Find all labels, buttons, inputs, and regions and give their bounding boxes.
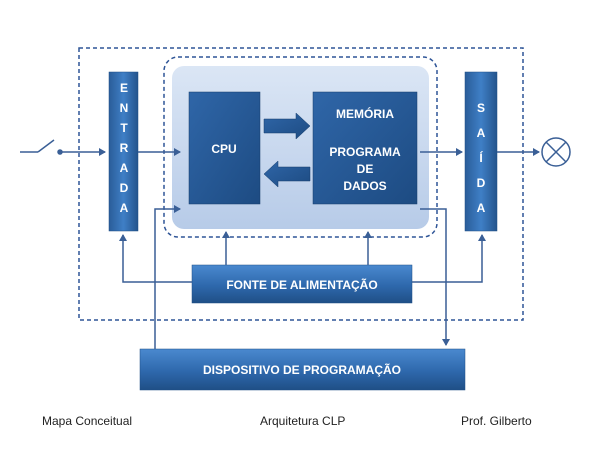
saida-text-letter: S [477, 101, 485, 115]
dispositivo-block: DISPOSITIVO DE PROGRAMAÇÃO [139, 348, 466, 391]
saida-text-letter: Í [479, 150, 483, 165]
saida-text-letter: A [477, 126, 486, 140]
lamp-icon [541, 137, 571, 167]
inner-dashed-border [163, 56, 438, 238]
entrada-text-letter: E [120, 81, 128, 95]
dispositivo-to-cpu-arrow [154, 205, 181, 349]
dados-label: DADOS [343, 179, 386, 193]
footer-center: Arquitetura CLP [260, 414, 346, 428]
dispositivo-label: DISPOSITIVO DE PROGRAMAÇÃO [203, 362, 401, 377]
fonte-to-saida-arrow [412, 234, 486, 283]
fonte-block: FONTE DE ALIMENTAÇÃO [191, 264, 413, 304]
entrada-text-letter: T [120, 121, 128, 135]
footer-left: Mapa Conceitual [42, 414, 133, 428]
cpu-block: CPU [188, 91, 261, 205]
entrada-text-letter: N [120, 101, 129, 115]
outer-dashed-border [78, 47, 524, 321]
memoria-block: MEMÓRIA PROGRAMA DE DADOS [312, 91, 418, 205]
footer-right: Prof. Gilberto [461, 414, 532, 428]
entrada-text-letter: R [120, 141, 129, 155]
cpu-to-memory-arrow [263, 112, 311, 140]
memoria-label: MEMÓRIA [336, 106, 394, 121]
entrada-text-letter: A [120, 161, 129, 175]
saida-text-letter: A [477, 201, 486, 215]
switch-icon [20, 139, 106, 156]
saida-text-letter: D [477, 176, 486, 190]
de-label: DE [357, 162, 374, 176]
entrada-text-letter: A [120, 201, 129, 215]
memoria-to-dispositivo-arrow [420, 208, 450, 346]
entrada-text-letter: D [120, 181, 129, 195]
memory-to-cpu-arrow [263, 160, 311, 188]
programa-label: PROGRAMA [329, 145, 401, 159]
cpu-label: CPU [211, 142, 236, 156]
fonte-label: FONTE DE ALIMENTAÇÃO [226, 277, 377, 292]
fonte-to-entrada-arrow [119, 234, 192, 283]
